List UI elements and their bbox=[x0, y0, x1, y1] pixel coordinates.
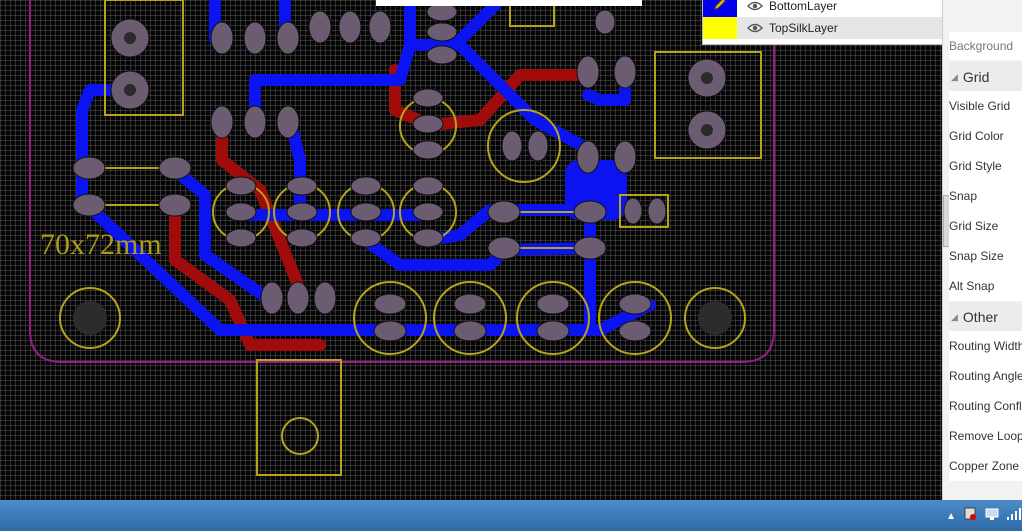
properties-panel: Background ◢Grid Visible Grid Grid Color… bbox=[942, 0, 1022, 500]
mounting-hole bbox=[698, 301, 732, 335]
os-taskbar: ▲ bbox=[0, 500, 1022, 531]
top-toolbar-edge bbox=[376, 0, 642, 6]
prop-remove-loop[interactable]: Remove Loop bbox=[949, 421, 1022, 451]
prop-grid-color[interactable]: Grid Color bbox=[949, 121, 1022, 151]
pencil-icon bbox=[713, 0, 727, 16]
layer-row-topsilk[interactable]: TopSilkLayer bbox=[703, 17, 995, 39]
layer-name: TopSilkLayer bbox=[769, 21, 838, 35]
network-icon[interactable] bbox=[984, 506, 1000, 527]
board-outline bbox=[29, 0, 775, 363]
layer-color-swatch[interactable] bbox=[703, 17, 737, 39]
prop-copper-zone[interactable]: Copper Zone bbox=[949, 451, 1022, 481]
section-grid[interactable]: ◢Grid bbox=[949, 62, 1022, 92]
prop-routing-conflict[interactable]: Routing Conflict bbox=[949, 391, 1022, 421]
system-tray: ▲ bbox=[946, 506, 1022, 527]
layer-color-swatch[interactable] bbox=[703, 0, 737, 17]
pcb-drawing[interactable] bbox=[0, 0, 942, 500]
eye-icon[interactable] bbox=[743, 1, 767, 11]
prop-snap[interactable]: Snap bbox=[949, 181, 1022, 211]
collapse-triangle-icon: ◢ bbox=[951, 71, 958, 82]
layer-row-bottom[interactable]: BottomLayer bbox=[703, 0, 995, 17]
layer-name: BottomLayer bbox=[769, 0, 838, 13]
eye-icon[interactable] bbox=[743, 23, 767, 33]
prop-routing-width[interactable]: Routing Width bbox=[949, 331, 1022, 361]
prop-alt-snap[interactable]: Alt Snap bbox=[949, 271, 1022, 301]
collapse-triangle-icon: ◢ bbox=[951, 311, 958, 322]
prop-visible-grid[interactable]: Visible Grid bbox=[949, 91, 1022, 121]
tray-chevron-up-icon[interactable]: ▲ bbox=[946, 511, 956, 522]
silkscreen-outlines bbox=[59, 0, 762, 476]
prop-background[interactable]: Background bbox=[949, 32, 1022, 60]
component-pads bbox=[72, 2, 727, 342]
pcb-canvas[interactable]: 70x72mm bbox=[0, 0, 942, 500]
section-other[interactable]: ◢Other bbox=[949, 302, 1022, 332]
prop-grid-style[interactable]: Grid Style bbox=[949, 151, 1022, 181]
usb-device-icon[interactable] bbox=[962, 506, 978, 527]
board-dimension-label: 70x72mm bbox=[40, 228, 162, 261]
prop-routing-angle[interactable]: Routing Angle bbox=[949, 361, 1022, 391]
prop-grid-size[interactable]: Grid Size bbox=[949, 211, 1022, 241]
signal-icon[interactable] bbox=[1006, 506, 1022, 527]
layers-panel[interactable]: BottomLayer TopSilkLayer bbox=[702, 0, 998, 45]
prop-snap-size[interactable]: Snap Size bbox=[949, 241, 1022, 271]
mounting-hole bbox=[73, 301, 107, 335]
pad-drill-holes bbox=[124, 32, 713, 136]
